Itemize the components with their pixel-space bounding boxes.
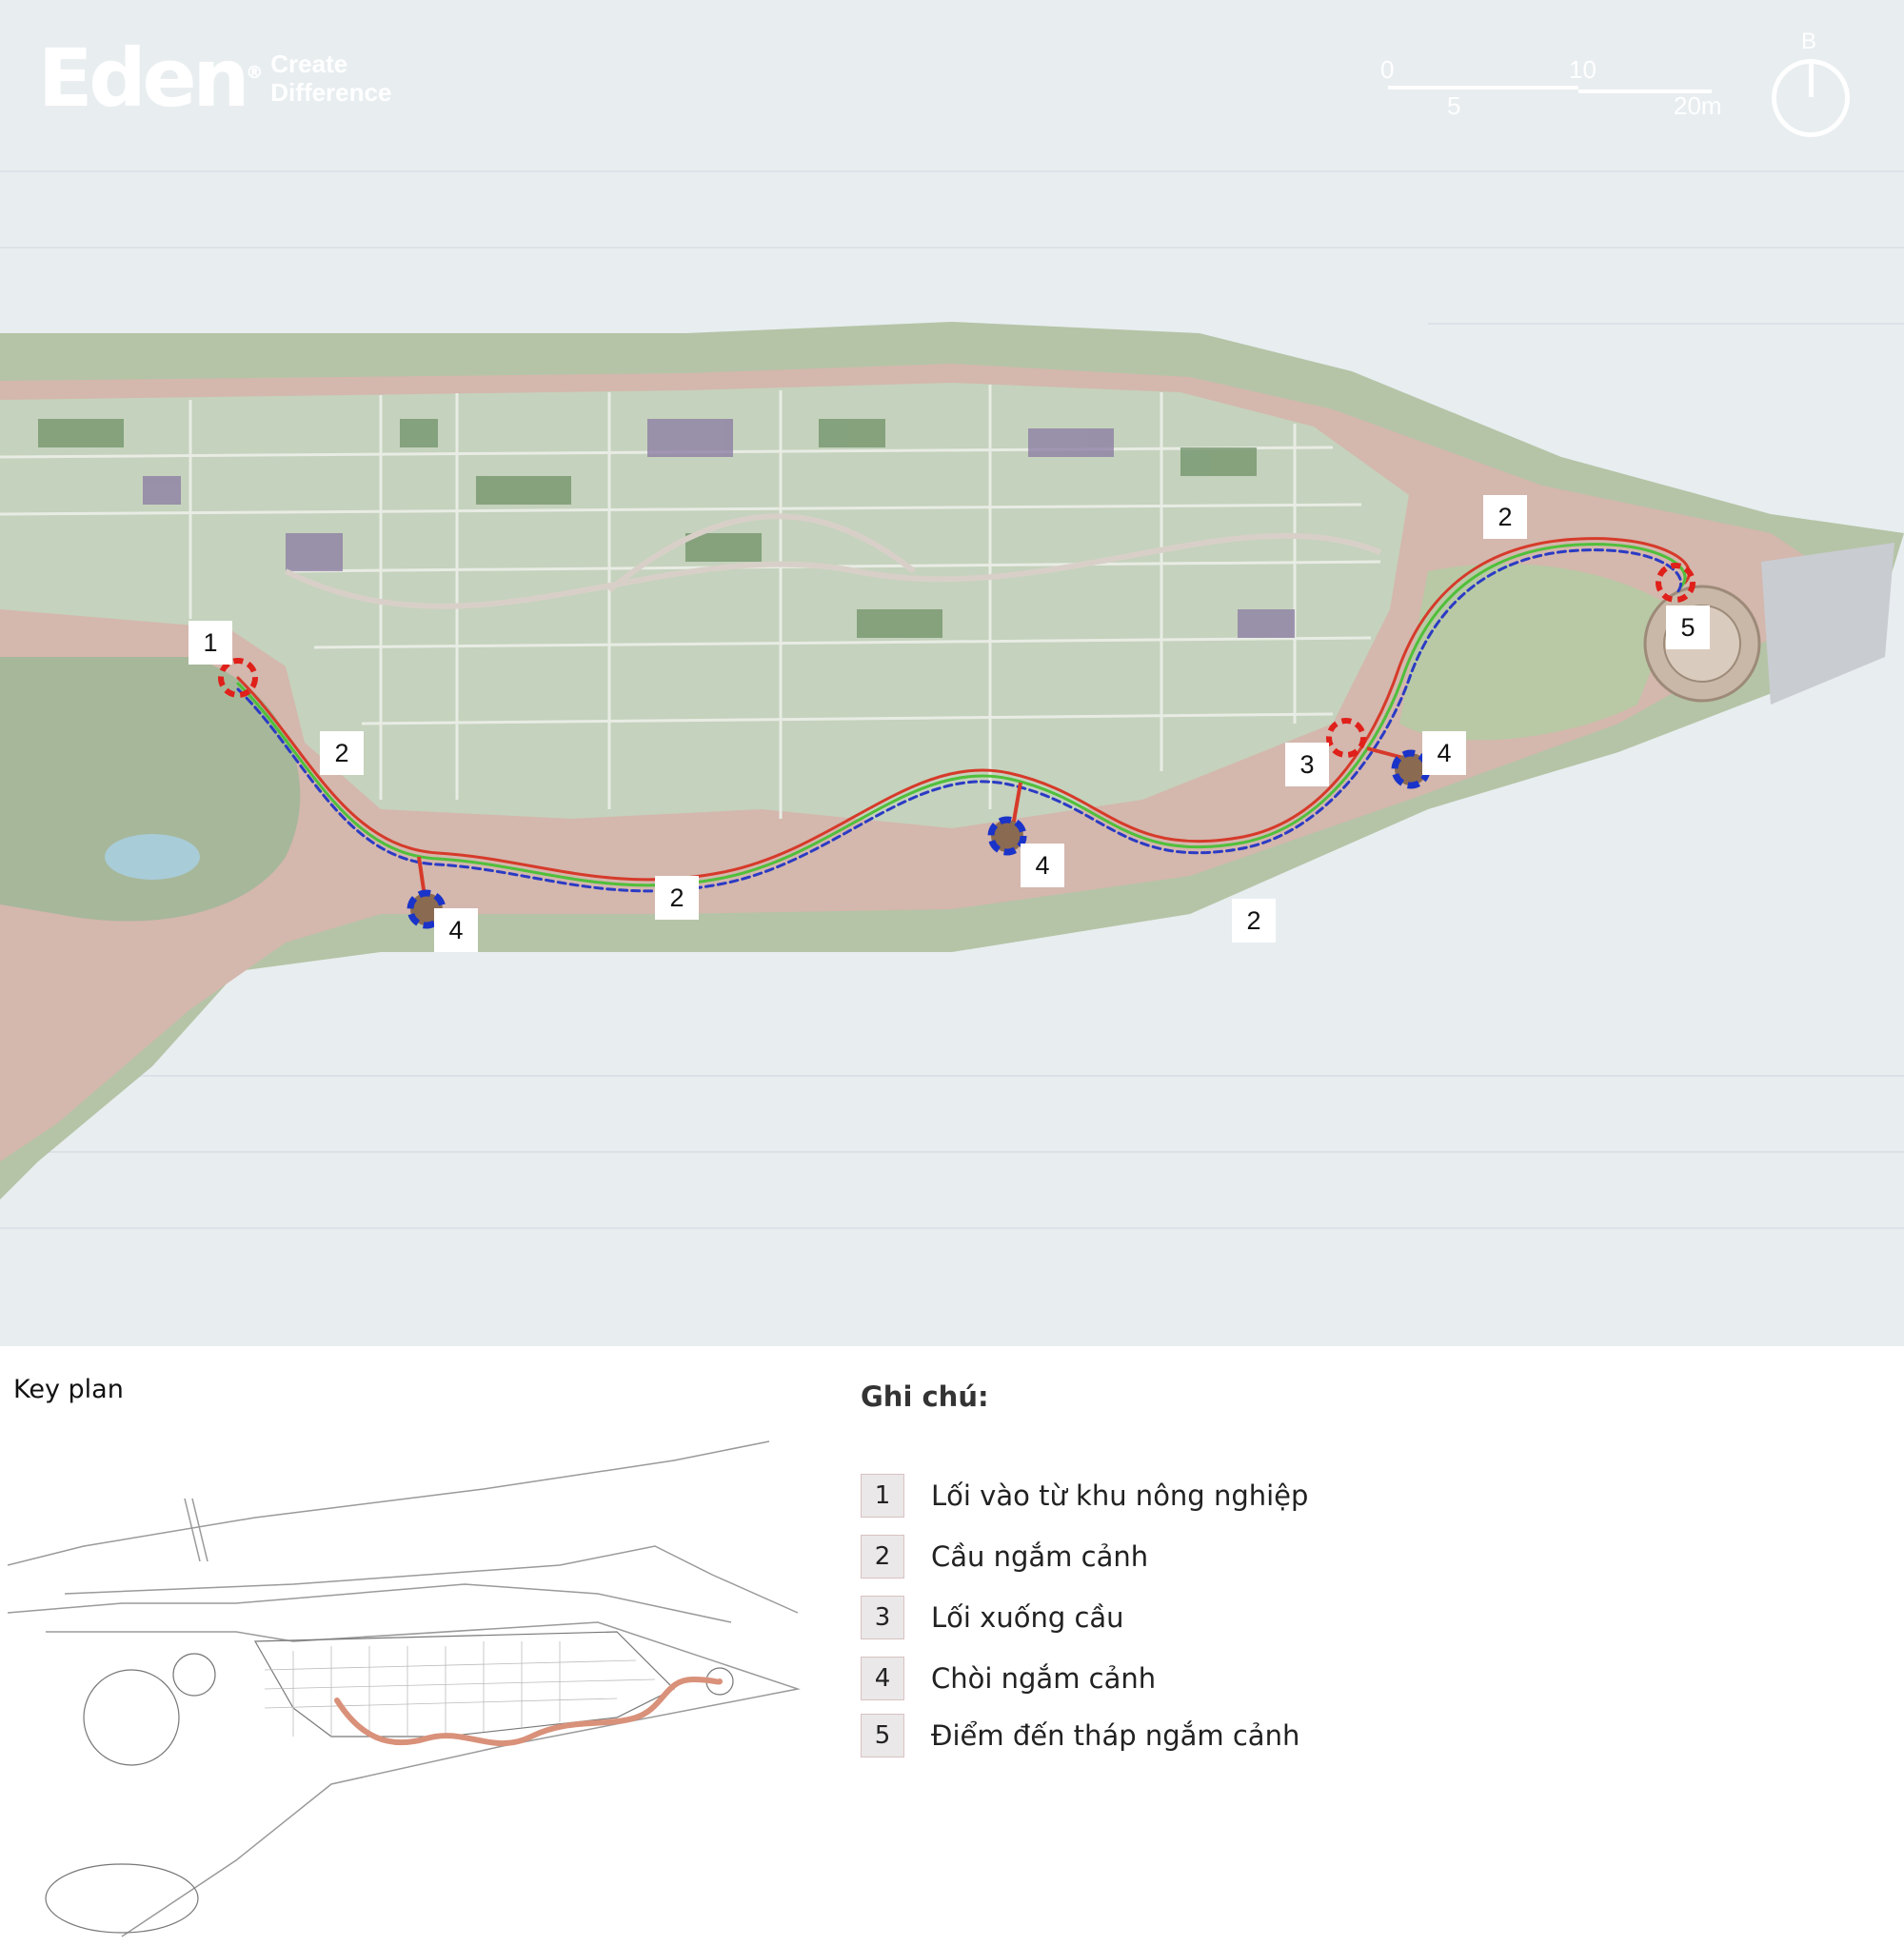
logo-tagline: Create Difference (270, 50, 391, 107)
scale-line-lower (1578, 89, 1712, 93)
legend-label: Lối xuống cầu (931, 1601, 1124, 1634)
scale-label-0: 0 (1380, 55, 1395, 84)
keyplan-drawing (8, 1440, 801, 1937)
north-label: B (1801, 29, 1817, 54)
map-marker-5: 5 (1666, 606, 1710, 649)
legend-number: 5 (861, 1714, 904, 1757)
keyplan-route (334, 1676, 723, 1747)
legend-number: 2 (861, 1535, 904, 1579)
bottom-panel: Key plan Ghi chú: 1 Lối vào từ khu nông … (0, 1346, 1904, 1946)
pavilion-b (987, 816, 1027, 856)
legend-number: 1 (861, 1474, 904, 1518)
garden-pond (105, 834, 200, 880)
legend-item-1: 1 Lối vào từ khu nông nghiệp (861, 1472, 1308, 1519)
legend-item-4: 4 Chòi ngắm cảnh (861, 1655, 1156, 1702)
site-plan-drawing (0, 170, 1904, 1229)
pavilions (407, 749, 1431, 929)
legend-number: 3 (861, 1596, 904, 1639)
legend-label: Chòi ngắm cảnh (931, 1662, 1157, 1695)
legend-label: Cầu ngắm cảnh (931, 1540, 1149, 1573)
north-arrow: B (1767, 29, 1853, 143)
legend-item-3: 3 Lối xuống cầu (861, 1594, 1124, 1641)
entry-points (218, 563, 1696, 758)
scale-line-upper (1388, 86, 1578, 89)
map-marker-4: 4 (1422, 731, 1466, 775)
scale-label-20m: 20m (1674, 91, 1722, 120)
entry-point-3 (1326, 718, 1366, 758)
map-marker-2: 2 (1483, 495, 1527, 539)
water-texture (0, 170, 1904, 1229)
legend-title: Ghi chú: (861, 1380, 989, 1413)
logo-wordmark: Eden® (38, 31, 263, 125)
west-garden (0, 657, 301, 922)
map-marker-1: 1 (188, 621, 232, 665)
map-marker-4: 4 (434, 908, 478, 952)
entry-point-5 (1656, 563, 1696, 603)
legend-number: 4 (861, 1657, 904, 1700)
map-marker-2: 2 (1232, 899, 1276, 943)
legend-label: Lối vào từ khu nông nghiệp (931, 1479, 1309, 1512)
map-marker-3: 3 (1285, 743, 1329, 786)
viewing-bridge (236, 537, 1691, 893)
keyplan-title: Key plan (13, 1375, 124, 1404)
garden-paths (284, 513, 1382, 609)
tagline-line-2: Difference (270, 78, 392, 107)
map-marker-4: 4 (1021, 844, 1064, 887)
map-marker-2: 2 (655, 876, 699, 920)
site-plan-map: Eden® Create Difference 0 10 5 20m B 1 2… (0, 0, 1904, 1346)
rocky-tip (1761, 543, 1894, 705)
scale-label-10: 10 (1569, 55, 1597, 84)
tagline-line-1: Create (270, 50, 348, 78)
legend-item-2: 2 Cầu ngắm cảnh (861, 1533, 1148, 1580)
north-tick-icon (1809, 59, 1814, 97)
entry-point-1 (218, 658, 258, 698)
registered-mark: ® (246, 63, 263, 83)
scale-label-5: 5 (1447, 91, 1461, 120)
field-patches (38, 419, 1295, 638)
legend-label: Điểm đến tháp ngắm cảnh (931, 1719, 1300, 1752)
map-marker-2: 2 (320, 731, 364, 775)
scale-bar: 0 10 5 20m (1378, 55, 1722, 122)
eden-logo: Eden® Create Difference (38, 38, 391, 118)
east-park (1399, 564, 1676, 741)
legend-item-5: 5 Điểm đến tháp ngắm cảnh (861, 1712, 1299, 1759)
